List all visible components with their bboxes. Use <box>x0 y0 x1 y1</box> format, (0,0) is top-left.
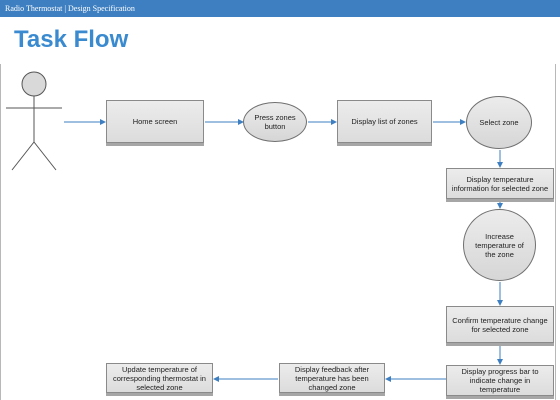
display-progress-bar-node: Display progress bar to indicate change … <box>446 365 554 396</box>
diagram-frame <box>0 64 556 400</box>
display-feedback-node: Display feedback after temperature has b… <box>279 363 385 393</box>
document-header: Radio Thermostat | Design Specification <box>0 0 560 17</box>
increase-temperature-node: Increase temperature of the zone <box>463 209 536 281</box>
update-thermostat-node: Update temperature of corresponding ther… <box>106 363 213 393</box>
user-actor-icon <box>6 71 62 171</box>
home-screen-node: Home screen <box>106 100 204 143</box>
display-temperature-info-node: Display temperature information for sele… <box>446 168 554 199</box>
page-title: Task Flow <box>14 26 129 53</box>
press-zones-button-node: Press zones button <box>243 102 307 142</box>
display-list-of-zones-node: Display list of zones <box>337 100 432 143</box>
confirm-temperature-change-node: Confirm temperature change for selected … <box>446 306 554 343</box>
select-zone-node: Select zone <box>466 96 532 149</box>
